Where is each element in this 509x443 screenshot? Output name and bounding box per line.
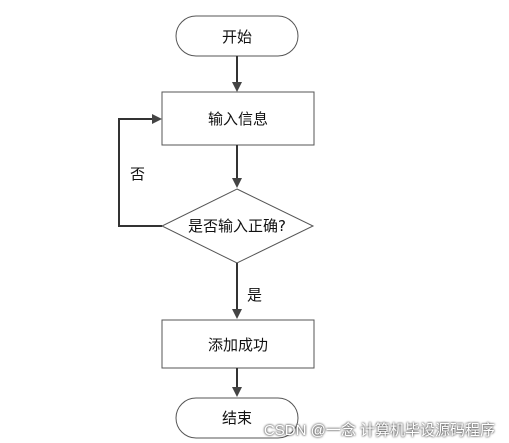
yes-label: 是 [247,286,262,304]
watermark: CSDN @一念 计算机毕设源码程序 [263,422,495,439]
input-node-label: 输入信息 [208,110,268,128]
end-node-label: 结束 [222,409,252,427]
edge-decision-no [118,114,162,227]
end-node [175,397,299,439]
start-node-label: 开始 [222,28,252,46]
input-node [161,91,315,146]
decision-node-label: 是否输入正确? [188,217,286,235]
no-label: 否 [130,165,145,183]
success-node-label: 添加成功 [208,336,268,354]
